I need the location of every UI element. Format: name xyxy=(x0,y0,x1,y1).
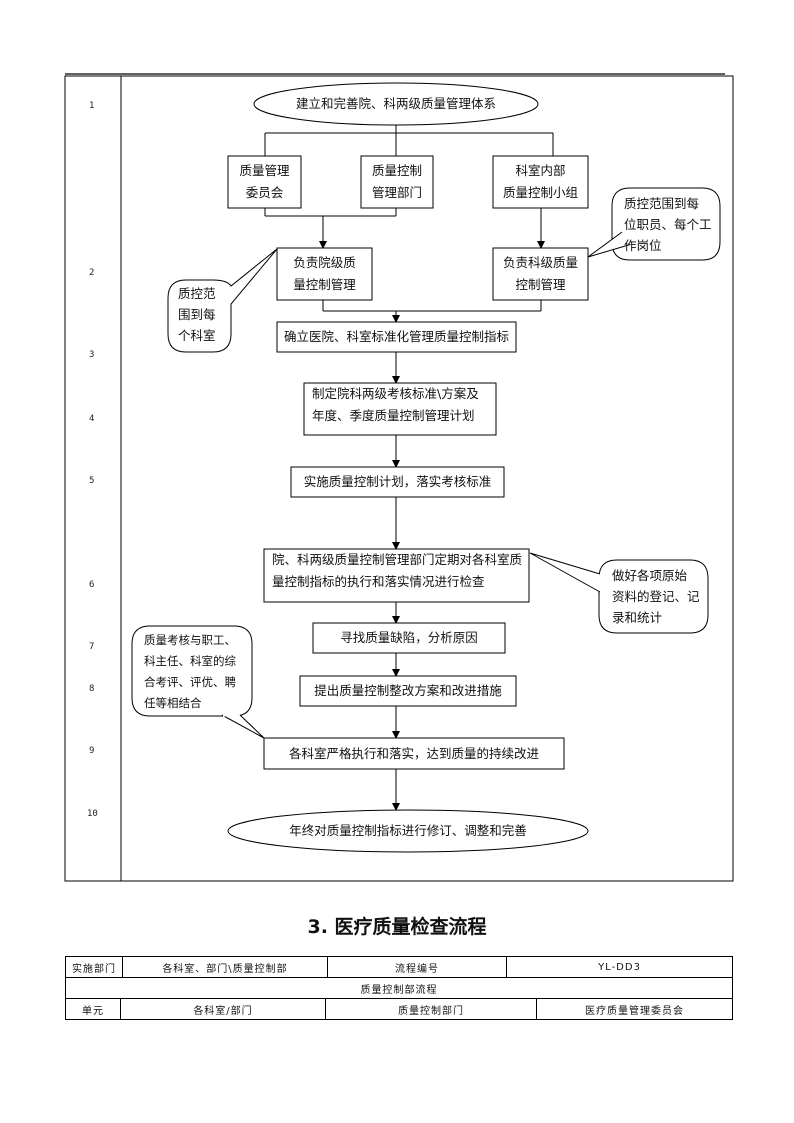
step-number-10: 10 xyxy=(87,809,98,819)
step-number-2: 2 xyxy=(89,268,95,278)
callout-records-line3: 录和统计 xyxy=(612,610,663,625)
callout-assessment-line4: 任等相结合 xyxy=(144,696,202,710)
dept-value: 各科室、部门\质量控制部 xyxy=(122,956,328,978)
step-number-3: 3 xyxy=(89,350,95,360)
hospital-qc-box: 负责院级质 量控制管理 xyxy=(277,248,372,300)
callout-each-post-line1: 质控范围到每 xyxy=(624,196,700,211)
dept-qc-line1: 负责科级质量 xyxy=(502,255,578,270)
flowchart-frame: 1 2 3 4 5 6 7 8 9 10 建立和完善院、科两级质量管理体系 年终… xyxy=(64,73,734,882)
meta-row-2: 质量控制部流程 xyxy=(65,977,733,999)
unit-label: 单元 xyxy=(66,999,121,1019)
step6-line2: 量控制指标的执行和落实情况进行检查 xyxy=(272,574,485,589)
meta-row-1: 实施部门 各科室、部门\质量控制部 流程编号 YL-DD3 xyxy=(65,956,733,978)
callout-each-dept-line1: 质控范 xyxy=(178,286,216,301)
unit-col-qc-dept: 质量控制部门 xyxy=(325,999,537,1019)
step4-line2: 年度、季度质量控制管理计划 xyxy=(312,408,475,423)
flowchart-lines xyxy=(64,73,734,882)
unit-row-cell: 单元 各科室/部门 质量控制部门 医疗质量管理委员会 xyxy=(65,998,733,1020)
step4-plan-box: 制定院科两级考核标准\方案及 年度、季度质量控制管理计划 xyxy=(312,383,496,435)
process-no-value: YL-DD3 xyxy=(506,956,733,978)
process-no-label: 流程编号 xyxy=(327,956,507,978)
callout-records: 做好各项原始 资料的登记、记 录和统计 xyxy=(612,565,706,629)
unit-col-committee: 医疗质量管理委员会 xyxy=(585,1005,684,1017)
callout-records-line2: 资料的登记、记 xyxy=(612,589,700,604)
callout-records-line1: 做好各项原始 xyxy=(612,568,688,583)
callout-assessment: 质量考核与职工、 科主任、科室的综 合考评、评优、聘 任等相结合 xyxy=(144,630,252,714)
step6-line1: 院、科两级质量控制管理部门定期对各科室质 xyxy=(272,552,523,567)
step5-implement-box: 实施质量控制计划，落实考核标准 xyxy=(303,474,492,489)
dept-qc-box: 负责科级质量 控制管理 xyxy=(493,248,588,300)
callout-assessment-line2: 科主任、科室的综 xyxy=(144,654,236,668)
step-number-6: 6 xyxy=(89,580,95,590)
hospital-qc-line2: 量控制管理 xyxy=(293,277,356,292)
dept-qc-group-box: 科室内部 质量控制小组 xyxy=(493,156,588,208)
callout-assessment-line1: 质量考核与职工、 xyxy=(144,633,236,647)
callout-each-dept: 质控范 围到每 个科室 xyxy=(178,283,228,349)
dept-qc-group-line1: 科室内部 xyxy=(515,163,566,178)
step4-line1: 制定院科两级考核标准\方案及 xyxy=(312,386,479,401)
step-number-7: 7 xyxy=(89,642,95,652)
callout-each-post-line2: 位职员、每个工 xyxy=(624,217,712,232)
start-node: 建立和完善院、科两级质量管理体系 xyxy=(295,96,496,111)
process-meta-table: 实施部门 各科室、部门\质量控制部 流程编号 YL-DD3 质量控制部流程 单元… xyxy=(65,956,733,1020)
step9-execution-box: 各科室严格执行和落实，达到质量的持续改进 xyxy=(288,745,539,761)
dept-label: 实施部门 xyxy=(65,956,123,978)
quality-committee-box: 质量管理 委员会 xyxy=(228,156,301,208)
callout-each-post-line3: 作岗位 xyxy=(624,238,662,253)
callout-each-dept-line3: 个科室 xyxy=(178,328,216,343)
callout-assessment-line3: 合考评、评优、聘 xyxy=(144,675,236,689)
step-number-8: 8 xyxy=(89,684,95,694)
quality-committee-line1: 质量管理 xyxy=(239,163,290,178)
dept-qc-line2: 控制管理 xyxy=(515,277,566,292)
unit-col-depts: 各科室/部门 xyxy=(120,999,326,1019)
hospital-qc-line1: 负责院级质 xyxy=(293,255,356,270)
callout-each-post: 质控范围到每 位职员、每个工 作岗位 xyxy=(624,193,718,257)
unit-row-table: 单元 各科室/部门 质量控制部门 医疗质量管理委员会 xyxy=(66,999,732,1019)
unit-row: 单元 各科室/部门 质量控制部门 医疗质量管理委员会 xyxy=(66,999,732,1019)
section-title: 3. 医疗质量检查流程 xyxy=(307,916,487,938)
end-node: 年终对质量控制指标进行修订、调整和完善 xyxy=(289,823,527,838)
meta-row-3: 单元 各科室/部门 质量控制部门 医疗质量管理委员会 xyxy=(65,998,733,1020)
step-number-1: 1 xyxy=(89,101,95,111)
step6-inspection-box: 院、科两级质量控制管理部门定期对各科室质 量控制指标的执行和落实情况进行检查 xyxy=(272,549,529,602)
step-number-4: 4 xyxy=(89,414,95,424)
step-number-5: 5 xyxy=(89,476,95,486)
callout-each-dept-shape xyxy=(167,248,278,353)
step7-analysis-box: 寻找质量缺陷，分析原因 xyxy=(340,630,478,645)
step-number-9: 9 xyxy=(89,746,95,756)
step3-standards-box: 确立医院、科室标准化管理质量控制指标 xyxy=(283,329,509,344)
qc-department-box: 质量控制 管理部门 xyxy=(361,156,433,208)
callout-each-dept-line2: 围到每 xyxy=(178,307,216,322)
process-name: 质量控制部流程 xyxy=(65,977,733,999)
dept-qc-group-line2: 质量控制小组 xyxy=(502,185,578,200)
qc-department-line2: 管理部门 xyxy=(371,185,422,200)
step8-improvement-box: 提出质量控制整改方案和改进措施 xyxy=(314,683,502,698)
qc-department-line1: 质量控制 xyxy=(371,163,422,178)
quality-committee-line2: 委员会 xyxy=(245,185,284,200)
